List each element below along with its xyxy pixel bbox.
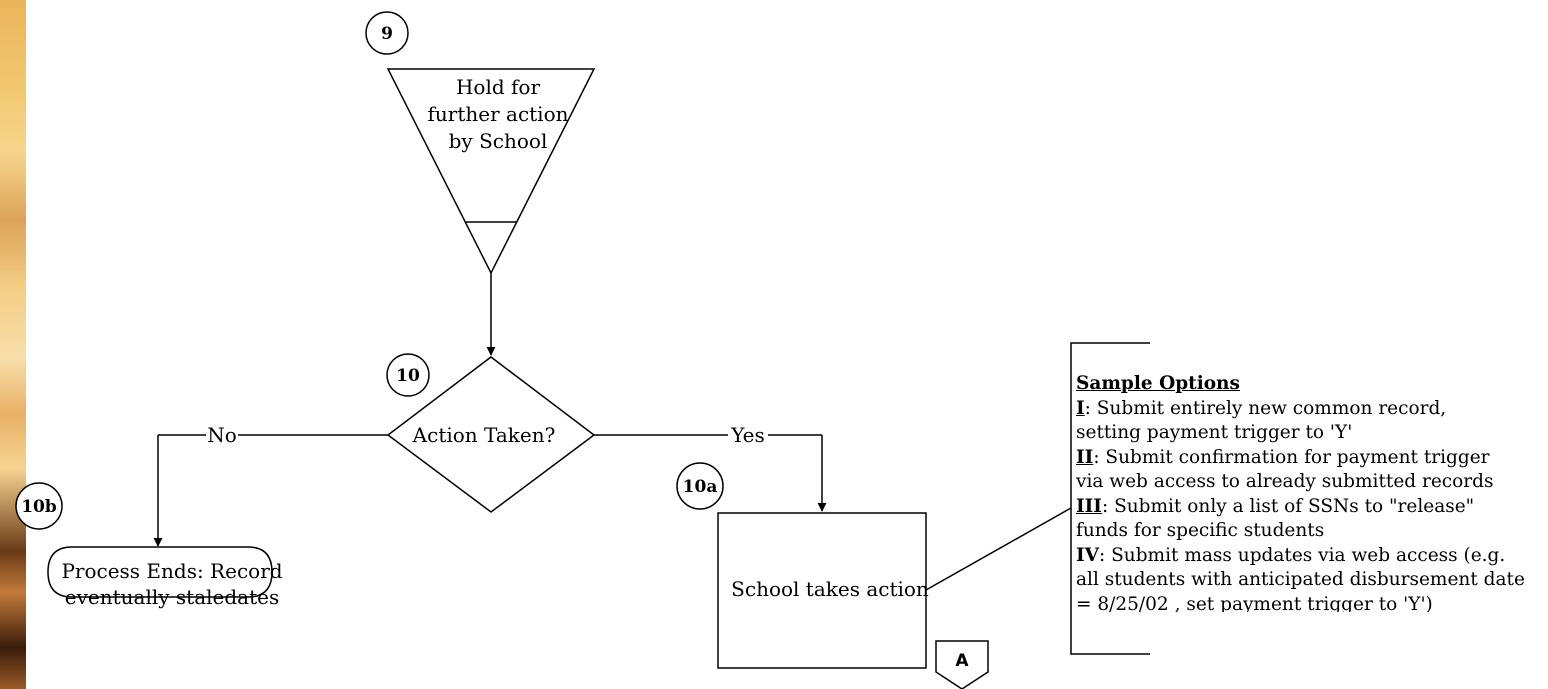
off-page-connector-a: A xyxy=(935,640,989,689)
option-i-line-1: I: Submit entirely new common record, xyxy=(1076,397,1548,422)
option-i-text-1: : Submit entirely new common record, xyxy=(1084,397,1447,419)
hold-label-line-3: by School xyxy=(449,129,548,153)
option-i-line-2: setting payment trigger to 'Y' xyxy=(1076,422,1353,443)
step-10-number: 10 xyxy=(386,353,430,397)
step-9-number-text: 9 xyxy=(381,24,393,44)
option-iv-line-1: IV: Submit mass updates via web access (… xyxy=(1076,544,1548,569)
decorative-edge-image xyxy=(0,0,26,689)
step-10b-number-text: 10b xyxy=(21,497,57,517)
decision-diamond: Action Taken? xyxy=(386,356,596,513)
no-branch: No xyxy=(153,423,388,547)
step-10b-number: 10b xyxy=(15,482,63,530)
annotation-connector-line xyxy=(925,507,1072,591)
decision-label: Action Taken? xyxy=(412,423,556,447)
option-i-key: I xyxy=(1076,397,1085,419)
step-10-number-text: 10 xyxy=(396,366,420,386)
option-iii-line-2: funds for specific students xyxy=(1076,520,1325,541)
school-action-box: School takes action xyxy=(717,512,929,669)
yes-branch: Yes xyxy=(594,423,827,512)
options-heading: Sample Options xyxy=(1076,373,1240,394)
connector-a-label: A xyxy=(955,651,969,671)
process-ends-line-2: eventually staledates xyxy=(65,585,279,609)
process-ends-terminator: Process Ends: Record eventually staledat… xyxy=(47,546,283,609)
option-iv-key: IV xyxy=(1076,544,1100,566)
hold-label-line-2: further action xyxy=(428,102,569,126)
step-10a-number: 10a xyxy=(676,462,724,510)
option-ii-key: II xyxy=(1076,446,1094,468)
option-iv-line-3: = 8/25/02 , set payment trigger to 'Y') xyxy=(1076,593,1433,613)
option-iii-key: III xyxy=(1076,495,1102,517)
hold-triangle: Hold for further action by School xyxy=(386,68,596,275)
option-iii-line-1: III: Submit only a list of SSNs to "rele… xyxy=(1076,495,1548,520)
step-9-number: 9 xyxy=(365,11,409,55)
step-10a-number-text: 10a xyxy=(683,477,718,497)
no-branch-label: No xyxy=(207,423,237,447)
sample-options-annotation: Sample Options I: Submit entirely new co… xyxy=(1076,372,1548,612)
yes-branch-label: Yes xyxy=(730,423,765,447)
option-iv-line-2: all students with anticipated disburseme… xyxy=(1076,569,1525,590)
option-ii-text-1: : Submit confirmation for payment trigge… xyxy=(1093,446,1490,468)
option-ii-line-1: II: Submit confirmation for payment trig… xyxy=(1076,446,1548,471)
option-iii-text-1: : Submit only a list of SSNs to "release… xyxy=(1101,495,1475,517)
option-iv-text-1: : Submit mass updates via web access (e.… xyxy=(1099,544,1506,566)
annotation-bracket xyxy=(1070,342,1150,655)
school-action-label: School takes action xyxy=(731,577,929,601)
hold-label-line-1: Hold for xyxy=(456,75,540,99)
process-ends-line-1: Process Ends: Record xyxy=(61,559,282,583)
option-ii-line-2: via web access to already submitted reco… xyxy=(1076,471,1494,492)
